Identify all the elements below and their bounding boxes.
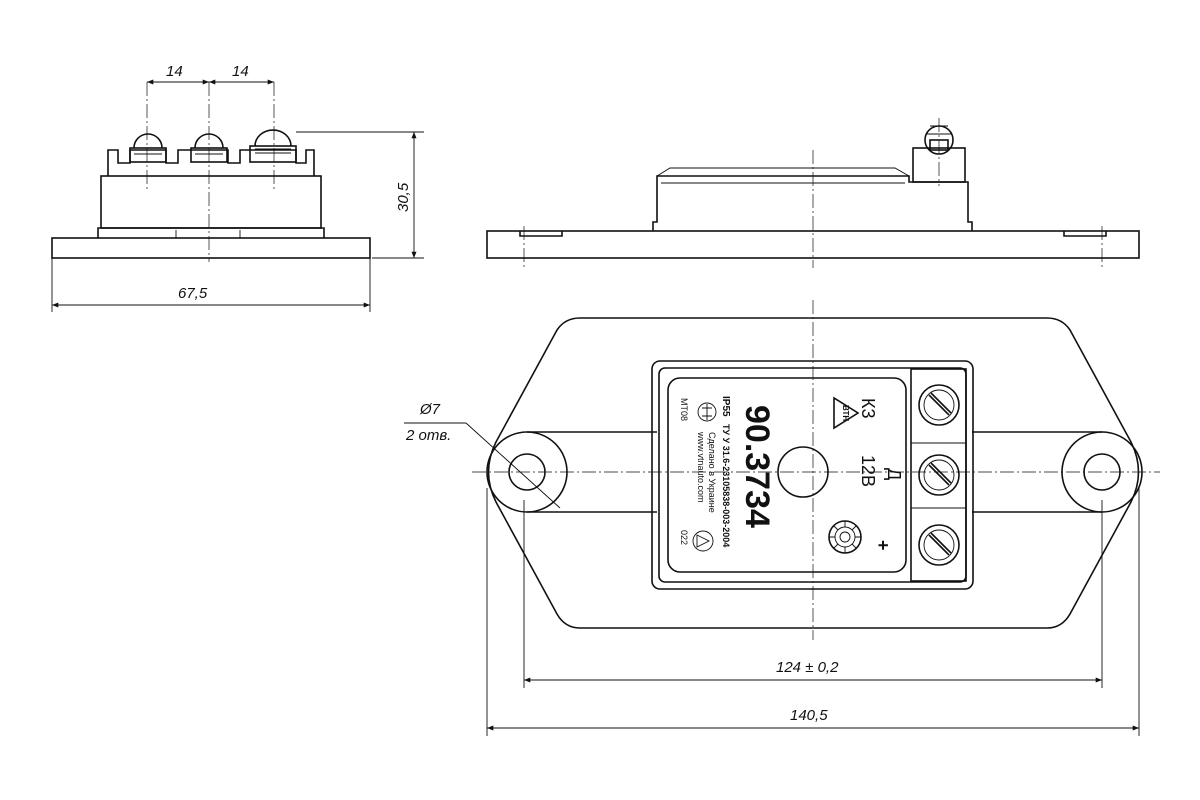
dim-height: 30,5	[395, 182, 412, 212]
label-website: www.vtnauto.com	[696, 431, 706, 503]
certification-mark-icon	[697, 402, 717, 422]
triangle-logo-icon	[692, 530, 714, 552]
dim-hole-spacing: 124 ± 0,2	[776, 659, 839, 676]
product-label	[667, 377, 907, 573]
label-code-mt: МТ08	[679, 398, 689, 421]
side-view-left: 14 14 30,5 67,5	[51, 63, 424, 312]
side-view-right	[486, 118, 1140, 268]
label-terminal-k3: К3	[858, 398, 878, 419]
terminal-screw-3	[918, 524, 960, 566]
label-spec: ТУ У 31.6-23105838-003-2004	[721, 424, 731, 547]
label-terminal-d: Д	[884, 468, 904, 480]
dim-pitch-right: 14	[232, 63, 249, 80]
dim-hole-diameter: Ø7	[419, 401, 441, 418]
terminal-block	[910, 368, 967, 582]
dim-pitch-left: 14	[166, 63, 183, 80]
dim-overall-length: 140,5	[790, 707, 828, 724]
brand-logo-text: ВТН	[841, 405, 850, 421]
terminal-screw-1	[918, 384, 960, 426]
label-voltage: 12В	[858, 455, 878, 487]
dim-width: 67,5	[178, 285, 208, 302]
screw-1	[129, 133, 167, 163]
brand-logo-icon: ВТН	[833, 396, 860, 430]
label-terminal-plus: +	[873, 540, 893, 551]
terminal-screw-2	[918, 454, 960, 496]
dim-hole-count: 2 отв.	[405, 427, 451, 444]
label-made-in: Сделано в Украине	[707, 432, 717, 513]
screw-3	[249, 129, 297, 163]
label-code-022: 022	[679, 530, 689, 545]
label-ip: IP55	[720, 396, 731, 417]
plan-view: 90.3734 IP55 ТУ У 31.6-23105838-003-2004…	[404, 300, 1160, 736]
gear-icon	[828, 520, 862, 554]
label-model: 90.3734	[738, 405, 776, 528]
